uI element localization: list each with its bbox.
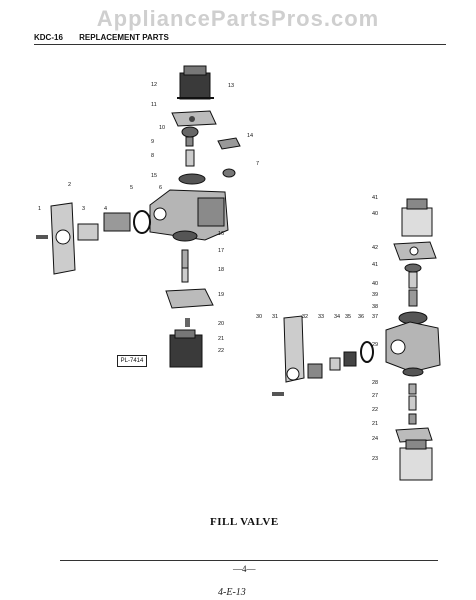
callout-left-21: 22 <box>218 348 224 354</box>
callout-right-20: 24 <box>372 436 378 442</box>
page-number: —4— <box>233 564 256 574</box>
callout-left-18: 19 <box>218 292 224 298</box>
callout-right-13: 35 <box>345 314 351 320</box>
plunger-right <box>404 263 422 307</box>
callout-left-3: 10 <box>159 125 165 131</box>
callout-right-9: 31 <box>272 314 278 320</box>
valve-body-right <box>385 311 441 373</box>
callout-right-12: 34 <box>334 314 340 320</box>
callout-right-15: 29 <box>372 342 378 348</box>
callout-left-2: 11 <box>151 102 157 108</box>
lower-right-stack <box>395 367 433 443</box>
footer-rule <box>60 560 438 561</box>
valve-body-upper <box>149 189 229 241</box>
callout-right-16: 28 <box>372 380 378 386</box>
callout-right-8: 30 <box>256 314 262 320</box>
bracket-top-right <box>217 137 241 178</box>
callout-left-20: 21 <box>218 336 224 342</box>
watermark: AppliancePartsPros.com <box>96 6 380 31</box>
callout-left-11: 2 <box>68 182 71 188</box>
solenoid-coil-right-top <box>401 198 433 237</box>
callout-right-11: 33 <box>318 314 324 320</box>
callout-right-10: 32 <box>302 314 308 320</box>
callout-left-10: 5 <box>130 185 133 191</box>
callout-left-0: 12 <box>151 82 157 88</box>
callout-left-16: 17 <box>218 248 224 254</box>
callout-right-2: 42 <box>372 245 378 251</box>
callout-left-7: 7 <box>256 161 259 167</box>
callout-right-14: 36 <box>358 314 364 320</box>
header-title: REPLACEMENT PARTS <box>79 33 169 42</box>
diagram-caption: FILL VALVE <box>210 516 279 528</box>
callout-left-13: 4 <box>104 206 107 212</box>
callout-left-17: 18 <box>218 267 224 273</box>
callout-right-19: 21 <box>372 421 378 427</box>
callout-left-6: 8 <box>151 153 154 159</box>
strainer-parts-right <box>307 341 374 379</box>
callout-right-18: 22 <box>372 407 378 413</box>
callout-right-21: 23 <box>372 456 378 462</box>
handwritten-note: 4-E-13 <box>218 587 246 598</box>
callout-left-4: 9 <box>151 139 154 145</box>
mounting-plate-top <box>171 110 217 127</box>
mounting-plate-lower <box>165 288 214 327</box>
callout-left-5: 14 <box>247 133 253 139</box>
callout-right-5: 39 <box>372 292 378 298</box>
callout-right-3: 41 <box>372 262 378 268</box>
callout-left-19: 20 <box>218 321 224 327</box>
callout-left-8: 15 <box>151 173 157 179</box>
callout-right-1: 40 <box>372 211 378 217</box>
plate-label: PL-7414 <box>117 355 147 367</box>
mounting-plate-right <box>393 241 437 261</box>
callout-right-0: 41 <box>372 195 378 201</box>
solenoid-coil-top <box>177 65 214 100</box>
hose-gasket-left <box>77 210 151 241</box>
solenoid-coil-right-bottom <box>399 439 433 481</box>
model-number: KDC-16 <box>34 33 63 42</box>
inlet-plate-left <box>36 202 76 275</box>
callout-left-14: 1 <box>38 206 41 212</box>
callout-left-9: 6 <box>159 185 162 191</box>
diaphragm-top <box>178 173 206 185</box>
header-rule <box>34 44 446 45</box>
callout-left-15: 16 <box>218 231 224 237</box>
callout-left-12: 3 <box>82 206 85 212</box>
inlet-plate-right <box>272 315 305 396</box>
callout-right-17: 27 <box>372 393 378 399</box>
callout-right-4: 40 <box>372 281 378 287</box>
plunger-guide <box>181 126 199 167</box>
diaphragm-lower <box>172 230 198 283</box>
callout-left-1: 13 <box>228 83 234 89</box>
solenoid-coil-lower <box>169 329 203 368</box>
callout-right-7: 37 <box>372 314 378 320</box>
page-header: KDC-16 REPLACEMENT PARTS <box>34 33 183 42</box>
callout-right-6: 38 <box>372 304 378 310</box>
